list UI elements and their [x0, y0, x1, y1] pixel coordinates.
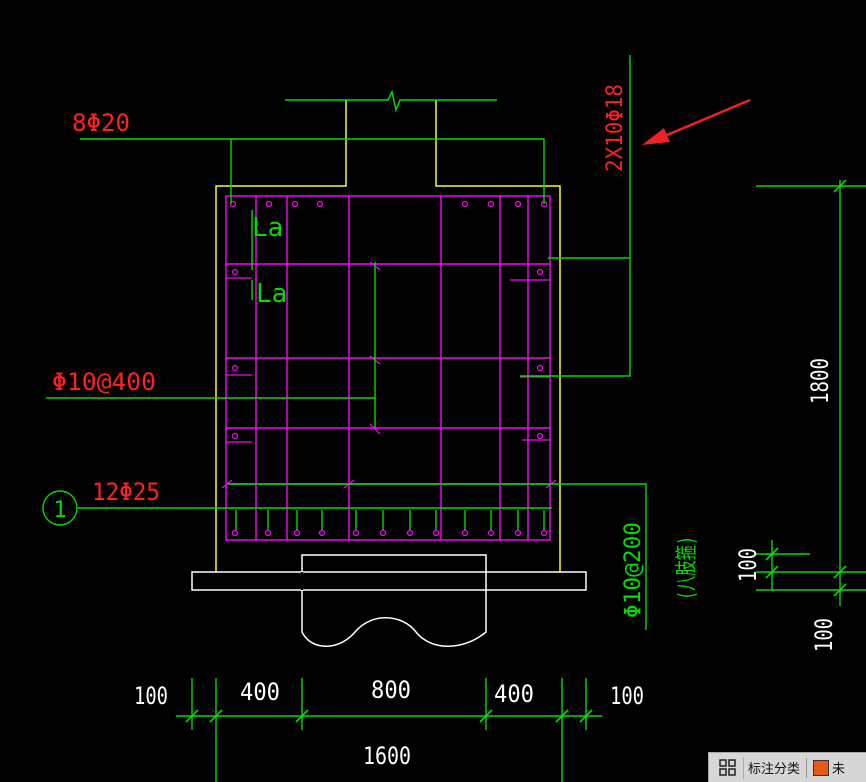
axis-marker-label: 1: [53, 498, 66, 523]
dim-1800: 1800: [806, 358, 834, 404]
anchorage-label-2: La: [256, 279, 287, 309]
annotation-category-label[interactable]: 标注分类: [748, 762, 801, 777]
side-rebar-label: 2X10Φ18: [603, 84, 628, 172]
stirrup-type-label: (八肢箍): [675, 536, 700, 600]
bottom-bar-ticks: [235, 510, 545, 530]
dim-100-right: 100: [610, 682, 644, 710]
cap-base: [191, 554, 587, 647]
panel-divider: [806, 757, 808, 778]
dim-100-lower: 100: [810, 618, 838, 652]
hook-stubs: [221, 261, 557, 489]
grid-icon[interactable]: [717, 756, 744, 779]
dim-100-upper: 100: [734, 548, 762, 582]
annotation-category-panel[interactable]: 标注分类 未: [708, 752, 866, 782]
dim-1600: 1600: [363, 742, 411, 770]
axis-marker-circle: [42, 490, 78, 526]
column-outline: [215, 100, 561, 572]
stirrup-grid: [225, 195, 551, 541]
dimension-ticks: [185, 179, 847, 723]
dim-400-right: 400: [494, 680, 534, 708]
anchorage-label-1: La: [252, 213, 283, 243]
rebar-dots: [229, 200, 548, 537]
break-line: [285, 89, 497, 113]
color-swatch[interactable]: [813, 759, 830, 776]
dim-800: 800: [371, 676, 411, 704]
callout-arrow: [642, 98, 751, 145]
dimension-lines: [176, 180, 866, 782]
panel-tail-label: 未: [832, 762, 846, 777]
stirrup-label: Φ10@200: [621, 522, 646, 618]
leader-lines: [46, 55, 647, 630]
waist-rebar-label: Φ10@400: [52, 368, 156, 396]
top-rebar-label: 8Φ20: [72, 109, 130, 137]
dim-400-left: 400: [240, 678, 280, 706]
bottom-rebar-label: 12Φ25: [92, 478, 160, 506]
dim-100-left: 100: [134, 682, 168, 710]
